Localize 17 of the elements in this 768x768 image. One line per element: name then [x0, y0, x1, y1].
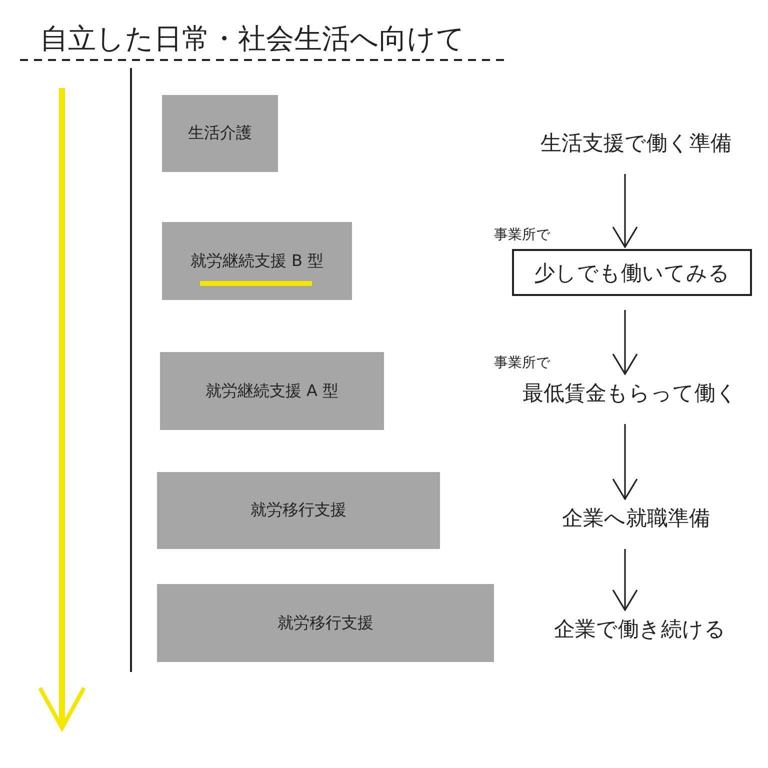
service-box: 就労移行支援: [157, 472, 440, 549]
step-box: 少しでも働いてみる: [512, 249, 752, 296]
arrow: [612, 174, 638, 248]
service-box: 就労移行支援: [157, 584, 494, 662]
arrow: [612, 424, 638, 500]
arrow: [612, 549, 638, 611]
service-box: 生活介護: [162, 95, 278, 172]
service-box: 就労継続支援 B 型: [162, 222, 352, 300]
service-box: 就労継続支援 A 型: [160, 352, 384, 430]
note-text: 事業所で: [494, 226, 550, 244]
step-label: 生活支援で働く準備: [520, 126, 752, 160]
title: 自立した日常・社会生活へ向けて: [40, 21, 465, 57]
arrow: [612, 310, 638, 375]
step-label: 企業へ就職準備: [540, 501, 732, 535]
step-label: 企業で働き続ける: [540, 612, 740, 646]
step-label: 最低賃金もらって働く: [505, 376, 755, 410]
note-text: 事業所で: [494, 354, 550, 372]
